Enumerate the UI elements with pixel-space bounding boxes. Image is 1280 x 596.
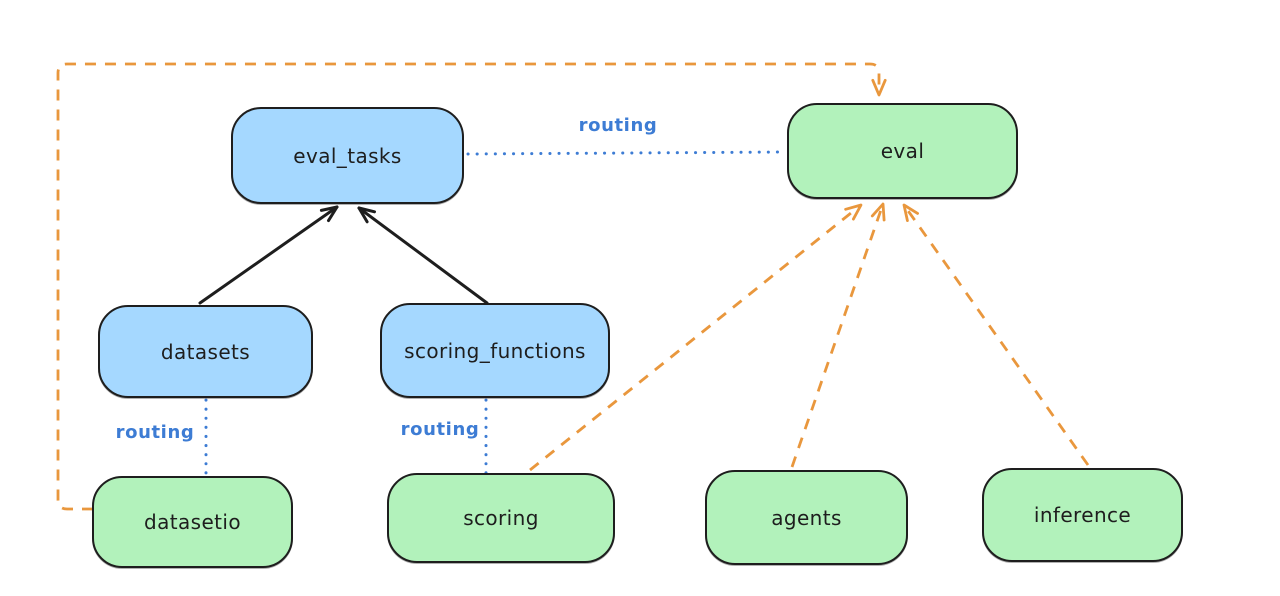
node-label: inference bbox=[1033, 503, 1132, 527]
edge-datasets-eval_tasks-arrowhead bbox=[319, 205, 339, 223]
node-label: datasets bbox=[160, 339, 251, 364]
node-scoring-functions: scoring_functions bbox=[380, 303, 610, 398]
node-label: eval_tasks bbox=[293, 143, 402, 168]
edge-agents-eval-arrowhead bbox=[870, 202, 886, 222]
node-label: datasetio bbox=[143, 510, 241, 534]
edge-inference-eval bbox=[902, 203, 1090, 466]
edge-scoring-eval bbox=[529, 203, 863, 472]
edge-scoring-eval-arrowhead bbox=[844, 203, 863, 221]
edge-datasetio-eval bbox=[56, 62, 887, 511]
node-eval-tasks: eval_tasks bbox=[231, 107, 464, 204]
edge-agents-eval bbox=[790, 202, 886, 468]
node-scoring: scoring bbox=[387, 473, 615, 563]
node-eval: eval bbox=[787, 103, 1018, 199]
node-datasets: datasets bbox=[98, 305, 313, 398]
edge-inference-eval-arrowhead bbox=[902, 203, 919, 222]
edge-label-routing: routing bbox=[115, 422, 195, 443]
edge-label-routing: routing bbox=[400, 419, 480, 440]
node-datasetio: datasetio bbox=[92, 476, 293, 568]
edge-datasets-eval_tasks bbox=[198, 205, 339, 305]
edge-label-routing: routing bbox=[578, 115, 658, 136]
node-label: agents bbox=[771, 505, 842, 530]
node-label: eval bbox=[880, 139, 925, 163]
edge-eval_tasks-eval bbox=[466, 150, 787, 156]
node-agents: agents bbox=[705, 470, 908, 565]
edge-datasetio-eval-arrowhead bbox=[871, 78, 887, 97]
edge-scoring_functions-eval_tasks bbox=[357, 206, 489, 305]
node-inference: inference bbox=[982, 468, 1183, 562]
edge-scoring_functions-eval_tasks-arrowhead bbox=[357, 206, 376, 224]
node-label: scoring bbox=[463, 506, 539, 530]
node-label: scoring_functions bbox=[404, 338, 586, 363]
